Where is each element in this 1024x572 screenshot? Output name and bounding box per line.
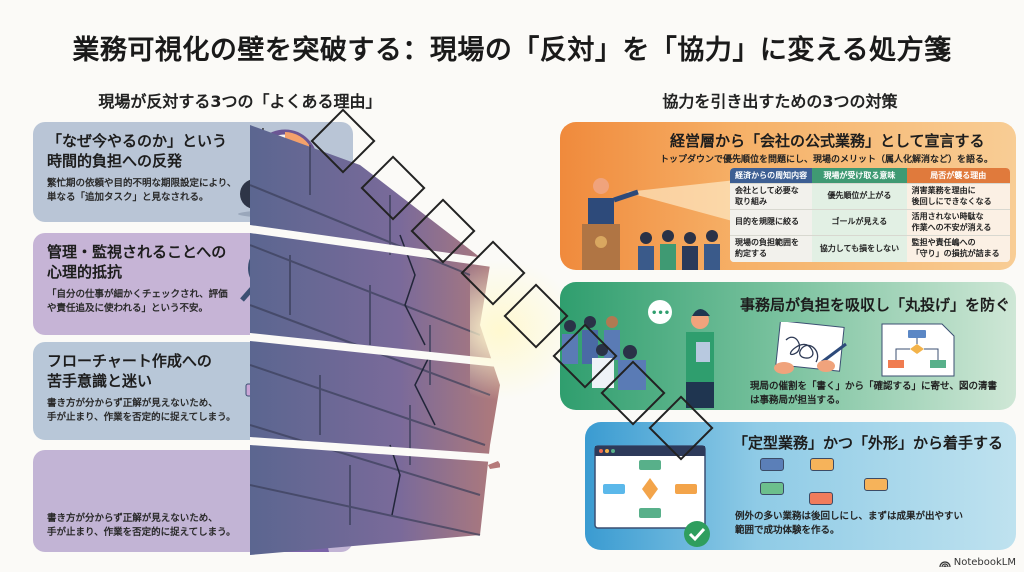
card-title: フローチャート作成への 苦手意識と迷い — [47, 352, 212, 390]
clean-flowchart-icon — [881, 323, 955, 377]
notebooklm-logo-icon — [939, 560, 951, 567]
team-facilitator-icon: ••• — [562, 300, 714, 408]
table-cell: 消害業務を理由に 後回しにできなくなる — [906, 183, 1010, 210]
table-header: 経済からの周知内容 — [730, 168, 813, 184]
card-body: 例外の多い業務は後回しにし、まずは成果が出やすい 範囲で成功体験を作る。 — [735, 511, 964, 537]
table-cell: 監担や責任嶋への 「守り」の損抗が詰まる — [906, 235, 1010, 262]
measure-card-top-down-declaration: 経営層から「会社の公式業務」として宣言する トップダウンで優先順位を問題にし、現… — [560, 122, 1016, 270]
table-row: 現場の負担範囲を 約定する 協力しても損をしない 監担や責任嶋への 「守り」の損… — [730, 235, 1010, 262]
flow-block — [864, 478, 888, 491]
card-title: 「定型業務」かつ「外形」から着手する — [733, 434, 1004, 452]
table-cell: ゴールが見える — [812, 209, 907, 236]
flowchart-window-check-icon — [594, 445, 710, 547]
card-body: 書き方が分からず正解が見えないため、 手が止まり、作業を否定的に捉えてしまう。 — [47, 513, 236, 538]
card-body: 「自分の仕事が細かくチェックされ、評価 や責任追及に使われる」という不安。 — [47, 289, 228, 314]
table-row: 会社として必要な 取り組み 優先順位が上がる 消害業務を理由に 後回しにできなく… — [730, 183, 1010, 210]
flow-block — [809, 492, 833, 505]
right-section-heading: 協力を引き出すための3つの対策 — [662, 92, 898, 111]
speaker-podium-icon — [582, 178, 736, 270]
card-title: 「なぜ今やるのか」という 時間的負担への反発 — [47, 132, 228, 170]
table-cell: 協力しても損をしない — [812, 235, 907, 262]
brand-label: NotebookLM — [953, 557, 1016, 568]
light-burst-graphic — [470, 260, 580, 400]
flow-block — [760, 482, 784, 495]
table-cell: 現場の負担範囲を 約定する — [730, 235, 813, 262]
policy-table: 経済からの周知内容 現場が受け取る意味 局否が襲る理由 会社として必要な 取り組… — [730, 168, 1010, 262]
left-section-heading: 現場が反対する3つの「よくある理由」 — [98, 92, 382, 111]
measure-card-secretariat-support: 事務局が負担を吸収し「丸投げ」を防ぐ ••• 現局の催割を「書く」から「確認する… — [560, 282, 1016, 410]
flow-block — [760, 458, 784, 471]
brand-footer: NotebookLM — [939, 557, 1016, 568]
page-title: 業務可視化の壁を突破する：現場の「反対」を「協力」に変える処方箋 — [72, 35, 952, 66]
table-row: 目的を規隠に絞る ゴールが見える 活用されない時駄な 作業への不安が消える — [730, 209, 1010, 236]
card-body: 繁忙期の依頼や目的不明な期限設定により、 単なる「追加タスク」と見なされる。 — [47, 178, 237, 203]
table-cell: 目的を規隠に絞る — [730, 209, 813, 236]
table-cell: 活用されない時駄な 作業への不安が消える — [906, 209, 1010, 236]
table-header: 現場が受け取る意味 — [812, 168, 907, 184]
table-cell: 優先順位が上がる — [812, 183, 907, 210]
card-title: 経営層から「会社の公式業務」として宣言する — [670, 132, 985, 150]
card-title: 事務局が負担を吸収し「丸投げ」を防ぐ — [740, 296, 1011, 314]
table-header: 局否が襲る理由 — [906, 168, 1010, 184]
card-body: 現局の催割を「書く」から「確認する」に寄せ、図の清書 は事務局が担当する。 — [750, 381, 998, 407]
table-cell: 会社として必要な 取り組み — [730, 183, 813, 210]
messy-sketch-icon — [774, 322, 847, 374]
flow-block — [810, 458, 834, 471]
cracked-brick-wall-illustration — [250, 125, 500, 555]
card-body: 書き方が分からず正解が見えないため、 手が止まり、作業を否定的に捉えてしまう。 — [47, 398, 236, 423]
card-title: 管理・監視されることへの 心理的抵抗 — [47, 243, 227, 281]
measure-card-start-with-routine: 「定型業務」かつ「外形」から着手する 例外の多い業務は後回しにし、まずは成果が出… — [585, 422, 1016, 550]
card-subtitle: トップダウンで優先順位を問題にし、現場のメリット（属人化解消など）を語る。 — [660, 155, 994, 165]
svg-text:•••: ••• — [651, 308, 670, 319]
